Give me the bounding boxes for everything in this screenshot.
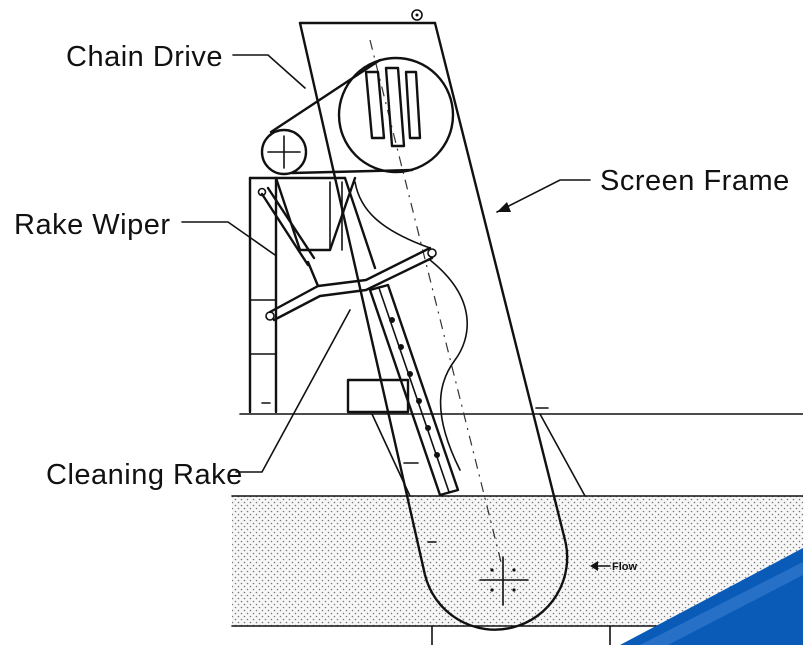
flow-indicator: Flow [590, 561, 637, 573]
label-chain-drive: Chain Drive [66, 41, 223, 73]
support-structure [248, 176, 431, 414]
corner-accent [620, 548, 803, 645]
label-rake-wiper: Rake Wiper [14, 209, 171, 241]
corner-accent-highlight [640, 562, 803, 645]
rake-wiper [257, 186, 437, 322]
leader-lines [181, 54, 591, 473]
label-flow: Flow [612, 561, 637, 573]
cleaning-rake [368, 259, 549, 543]
label-cleaning-rake: Cleaning Rake [46, 459, 243, 491]
water-channel [231, 495, 803, 627]
flow-arrow-icon [590, 561, 598, 571]
label-screen-frame: Screen Frame [600, 165, 790, 197]
chain-drive [260, 56, 455, 176]
screen-frame [298, 9, 569, 631]
